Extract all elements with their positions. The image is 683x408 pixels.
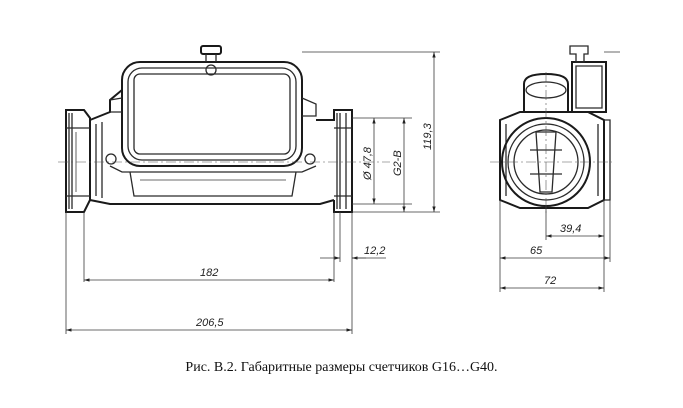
- dim-diameter-47-8: Ø 47,8: [362, 146, 374, 181]
- dim-39-4: 39,4: [560, 223, 581, 235]
- dim-182: 182: [200, 267, 218, 279]
- figure-caption: Рис. В.2. Габаритные размеры счетчиков G…: [185, 360, 498, 375]
- dim-206-5: 206,5: [195, 317, 224, 329]
- dim-12-2: 12,2: [364, 245, 385, 257]
- dim-thread-g2b: G2-B: [392, 150, 404, 176]
- side-dimension-lines: [499, 51, 620, 292]
- front-view: [65, 45, 353, 213]
- dim-72: 72: [544, 275, 556, 287]
- side-view: [490, 45, 612, 214]
- front-dimension-lines: [58, 51, 440, 334]
- dim-65: 65: [530, 245, 543, 257]
- dim-119-3: 119,3: [422, 122, 434, 150]
